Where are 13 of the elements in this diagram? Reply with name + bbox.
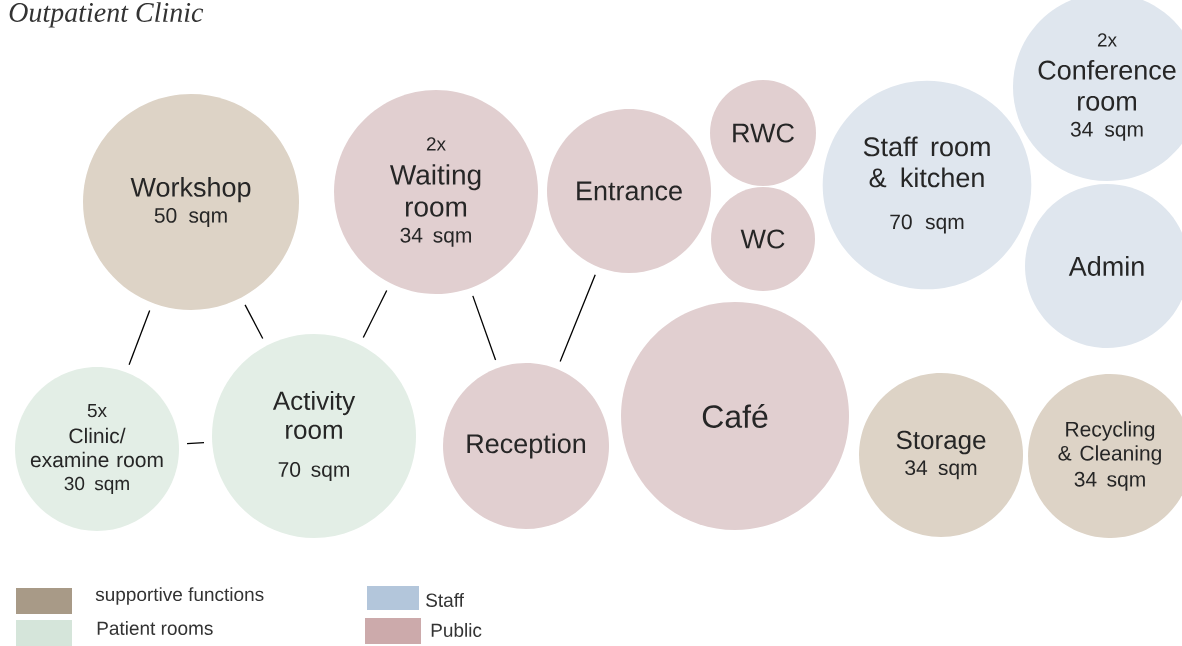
title: Outpatient Clinic <box>9 2 204 28</box>
connector-line <box>186 441 205 445</box>
connector-line <box>128 309 151 366</box>
legend-label: supportive functions <box>95 587 264 605</box>
connector-line <box>472 295 497 361</box>
node-label: 70 sqm <box>890 214 964 234</box>
node-label: Staff room & kitchen <box>863 136 990 188</box>
legend-label: Patient rooms <box>97 621 213 635</box>
legend-label: Staff <box>426 593 464 607</box>
connector-line <box>362 289 388 339</box>
connector-line <box>559 274 596 363</box>
connector-line <box>244 304 264 340</box>
legend-label: Public <box>431 623 482 637</box>
